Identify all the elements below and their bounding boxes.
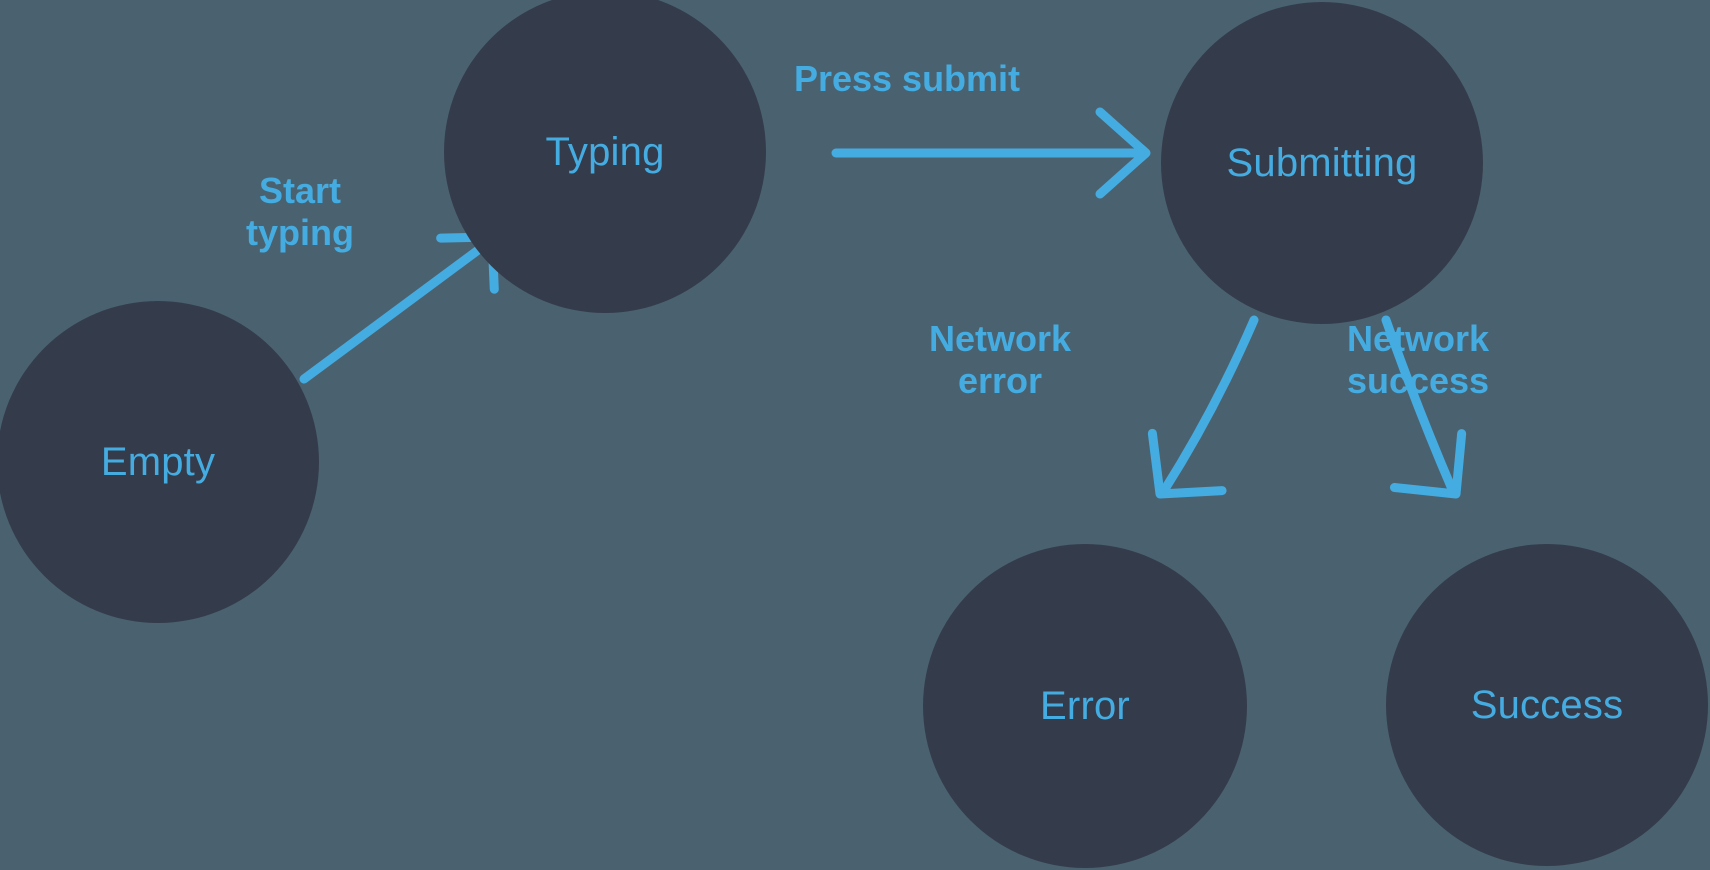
state-node-success[interactable]: Success (1386, 544, 1708, 866)
state-label-empty: Empty (100, 440, 216, 484)
state-node-error[interactable]: Error (923, 544, 1247, 868)
state-label-submitting: Submitting (1226, 141, 1418, 185)
edge-submitting-to-success (1381, 315, 1467, 499)
state-label-error: Error (1040, 684, 1130, 728)
state-node-typing[interactable]: Typing (444, 0, 766, 313)
edge-submitting-to-error (1147, 315, 1259, 499)
state-label-success: Success (1470, 683, 1624, 727)
arrowhead-network-error (1147, 428, 1227, 499)
arrowhead-network-success (1389, 429, 1467, 499)
edge-line-network-error (1160, 315, 1259, 494)
edge-line-network-success (1381, 315, 1457, 494)
transition-label-network-success: Network success (1346, 318, 1490, 401)
state-node-submitting[interactable]: Submitting (1161, 2, 1483, 324)
transition-label-press-submit: Press submit (793, 58, 1021, 99)
arrowhead-press-submit (1095, 107, 1151, 199)
edge-line-start-typing (299, 237, 494, 384)
state-node-empty[interactable]: Empty (0, 301, 319, 623)
state-label-typing: Typing (545, 130, 665, 174)
transition-label-network-error: Network error (928, 318, 1072, 401)
edge-typing-to-submitting (831, 107, 1151, 199)
transition-label-start-typing: Start typing (246, 170, 354, 253)
